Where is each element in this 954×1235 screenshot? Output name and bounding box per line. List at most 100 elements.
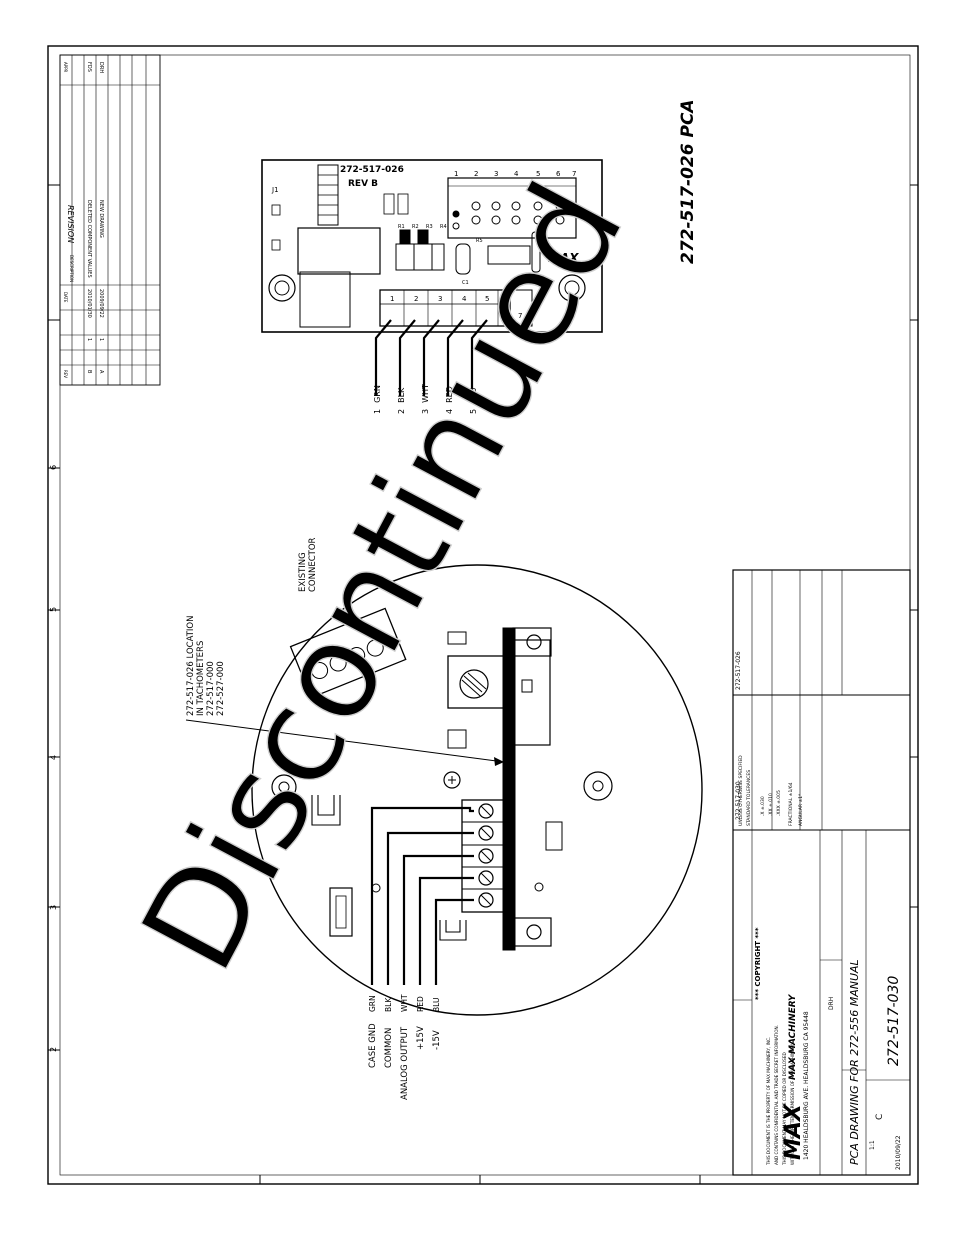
pcb-wire-label: 1GRN [373, 385, 382, 414]
pcb-conn-pin: 7 [518, 312, 522, 320]
revision-col-desc: DESCRIPTION [69, 255, 74, 282]
pcb-comp-label: C1 [462, 280, 469, 286]
pcb-outline [261, 159, 603, 333]
mount-hole [268, 274, 296, 302]
location-note: 272-517-026 LOCATION IN TACHOMETERS 272-… [186, 613, 226, 716]
revision-col-date: DATE [63, 292, 68, 303]
pcb-j-label: J1 [271, 186, 279, 194]
revision-col-rev: REV [63, 370, 68, 378]
pcb-conn-pin: 6 [505, 295, 510, 303]
housing-detail [185, 564, 703, 1016]
drawing-date: 2010/09/22 [895, 1135, 902, 1170]
pcb-comp-label: R5 [476, 238, 483, 244]
pcb-comp-label: R6 [540, 238, 547, 244]
revision-row-rev: A [98, 370, 104, 374]
pcb-conn-pin: 4 [462, 295, 467, 303]
drawing-scale: 1:1 [869, 1140, 876, 1150]
zone-grid-numbers: 6 5 4 3 2 [49, 465, 58, 1052]
revision-row-rev: B [86, 370, 92, 374]
pcb-header-pin: 3 [494, 170, 498, 178]
grid-number: 3 [49, 905, 58, 910]
grid-number: 6 [49, 465, 58, 470]
grid-number: 2 [49, 1047, 58, 1052]
revision-row-num: 1 [98, 338, 104, 341]
grid-number: 4 [49, 755, 58, 760]
grid-number: 5 [49, 607, 58, 612]
pcb-detail [261, 159, 603, 396]
drawn-by: DRH [828, 997, 835, 1010]
drawing-number: 272-517-030 [886, 976, 902, 1066]
pcb-wire-labels: 1GRN 2BLK 3WHT 4RED 5BLU [373, 384, 478, 414]
existing-connector-label: EXISTING CONNECTOR [298, 537, 318, 592]
housing-wire-function: +15V [416, 1026, 426, 1050]
pcb-comp-label: R4 [440, 224, 447, 230]
revision-title: REVISION [66, 205, 75, 243]
housing-wire-function: ANALOG OUTPUT [400, 1026, 410, 1100]
terminal-strip [502, 627, 516, 951]
revision-row-desc: NEW DRAWING [98, 200, 104, 238]
copyright-title: *** COPYRIGHT *** [754, 927, 762, 1000]
pcb-conn-pin: 3 [438, 295, 442, 303]
assy-number-small: 272-517-030 [735, 781, 742, 820]
housing-wire-function: COMMON [384, 1028, 394, 1068]
pcb-header [447, 177, 577, 239]
pcb-conn-pin: 5 [485, 295, 489, 303]
pcb-header-pin: 4 [514, 170, 519, 178]
housing-wire-color: RED [416, 996, 425, 1012]
tolerance-lines: STANDARD TOLERANCES .X ±.030 .XX ±.010 .… [746, 769, 804, 827]
drawing-title: PCA DRAWING FOR 272-556 MANUAL [848, 959, 861, 1165]
pcb-conn-pin: 2 [414, 295, 418, 303]
pcb-header-pin: 1 [454, 170, 458, 178]
pcb-header-pin: 5 [536, 170, 540, 178]
housing-wire-color: BLK [384, 997, 393, 1012]
pcb-comp-label: R3 [426, 224, 433, 230]
pcb-cylinder [297, 227, 381, 275]
company-address: 1420 HEALDSBURG AVE. HEALDSBURG CA 95448 [803, 1011, 810, 1160]
revision-row-appr: FDS [86, 62, 92, 72]
housing-wire-color: BLU [432, 998, 441, 1012]
watermark: Discontinued [112, 159, 654, 995]
adjust-pot [583, 771, 613, 801]
pcb-labels: 272-517-026 REV B J1 1 2 3 4 5 6 7 1 2 3… [271, 99, 698, 320]
revision-table: REVISION DESCRIPTION REV DATE APPR DELET… [59, 54, 161, 386]
zone-ticks [48, 184, 918, 1184]
pcb-part-label: 272-517-026 [340, 165, 404, 175]
existing-connector [289, 607, 407, 699]
pcb-wire-label: 2BLK [397, 387, 406, 414]
copyright-text: THIS DOCUMENT IS THE PROPERTY OF MAX MAC… [766, 1024, 795, 1166]
pcb-conn-pin: 1 [390, 295, 394, 303]
pcb-wire-label: 4RED [445, 386, 454, 414]
revision-col-appr: APPR [63, 62, 68, 73]
pcb-rev-label: REV B [348, 179, 378, 189]
housing-outline [251, 564, 703, 1016]
drawing-size: C [875, 1114, 885, 1120]
mount-screw [271, 774, 297, 800]
pcb-comp-label: R1 [398, 224, 405, 230]
housing-wire-color: GRN [368, 995, 377, 1012]
mount-screw [443, 771, 461, 789]
company-name: MAX MACHINERY [788, 993, 798, 1080]
title-block-logo: MAX [781, 1103, 806, 1160]
pcb-comp-label: R2 [412, 224, 419, 230]
revision-row-date: 2010/01/30 [86, 289, 92, 318]
revision-row-appr: DRH [98, 62, 104, 73]
pcb-wire-label: 5BLU [469, 387, 478, 414]
pcb-header-pin: 7 [572, 170, 576, 178]
pcb-wire-label: 3WHT [421, 384, 430, 414]
title-block [732, 569, 911, 1176]
pcb-title: 272-517-026 PCA [678, 99, 698, 264]
tolerance-title: UNLESS OTHERWISE SPECIFIED [738, 755, 744, 826]
housing-wire-color: WHT [400, 994, 409, 1012]
pcb-logo: MAX [548, 251, 579, 265]
title-block-text: *** COPYRIGHT *** THIS DOCUMENT IS THE P… [735, 651, 902, 1170]
revision-row-date: 2009/09/22 [98, 289, 104, 318]
drawing-border [47, 45, 919, 1185]
housing-wire-function: -15V [432, 1030, 442, 1050]
pcb-header-pin: 2 [474, 170, 478, 178]
pcb-header-pin: 6 [556, 170, 561, 178]
housing-wire-function: CASE GND [368, 1023, 378, 1068]
revision-row-num: 1 [86, 338, 92, 341]
part-number-small: 272-517-026 [735, 651, 742, 690]
housing-labels: 272-517-026 LOCATION IN TACHOMETERS 272-… [186, 537, 442, 1100]
